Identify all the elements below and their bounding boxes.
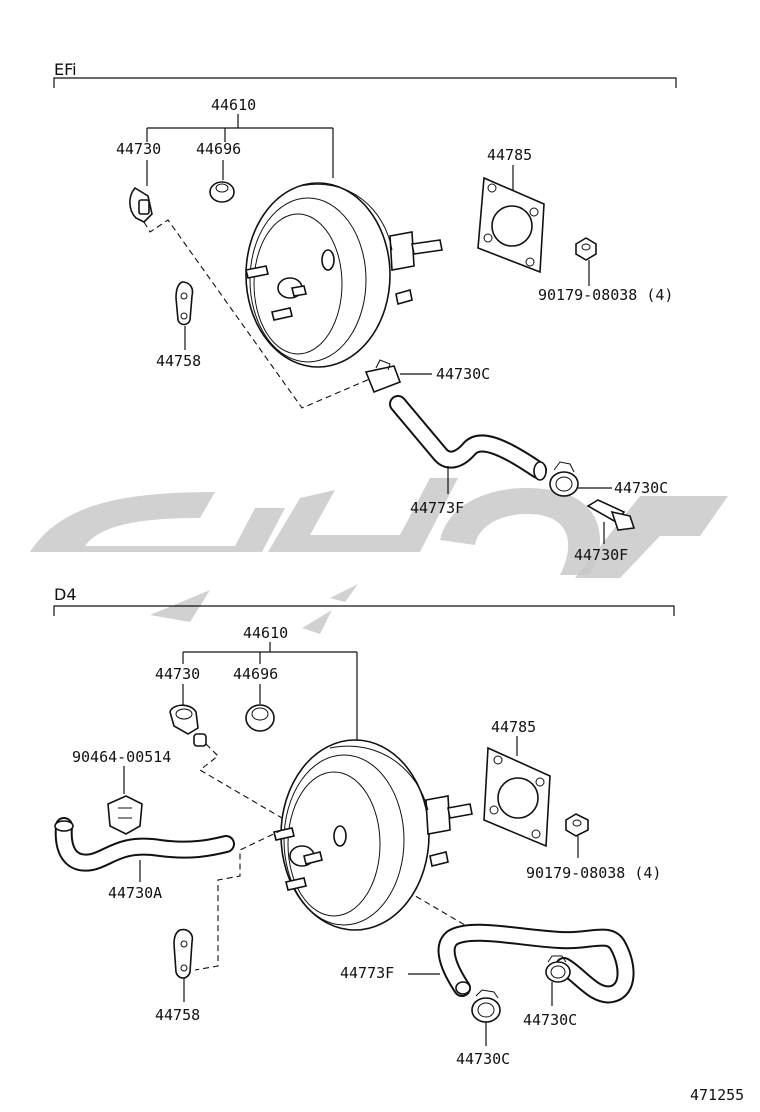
label-clip-lower: 44730C (614, 479, 668, 497)
label-nut: 90179-08038 (4) (538, 286, 673, 304)
label-booster: 44610 (211, 96, 256, 114)
clip-upper-part (364, 359, 402, 394)
label-bracket: 44758 (155, 1006, 200, 1024)
leader-valve-grommet (182, 684, 261, 708)
brake-booster-part (194, 739, 473, 971)
clip-right-part (545, 955, 571, 983)
check-valve-part (169, 704, 471, 929)
clamp-part (107, 795, 143, 835)
bracket-part (173, 928, 194, 979)
label-check-valve: 44730 (155, 665, 200, 683)
union-part (586, 499, 636, 531)
clip-bottom-part (471, 989, 501, 1023)
label-clip-upper: 44730C (436, 365, 490, 383)
label-union: 44730F (574, 546, 628, 564)
grommet-part (245, 704, 275, 732)
label-grommet: 44696 (233, 665, 278, 683)
label-gasket: 44785 (487, 146, 532, 164)
diagram-number: 471255 (690, 1086, 744, 1104)
label-booster: 44610 (243, 624, 288, 642)
bracket-part (175, 281, 194, 326)
nut-part (565, 813, 589, 837)
leader-booster (182, 642, 358, 740)
label-check-valve: 44730 (116, 140, 161, 158)
leader-booster (146, 114, 334, 178)
label-bracket: 44758 (156, 352, 201, 370)
label-hose: 44773F (340, 964, 394, 982)
section-efi: EFi 44610 44730 44696 (53, 60, 677, 564)
label-hose-a: 44730A (108, 884, 162, 902)
section-bracket-line (53, 77, 677, 88)
gasket-part (477, 176, 545, 274)
section-d4: D4 44610 44730 44696 90464-00514 (53, 585, 675, 1068)
section-bracket-line (53, 605, 675, 616)
label-clip-bottom: 44730C (456, 1050, 510, 1068)
label-nut: 90179-08038 (4) (526, 864, 661, 882)
brake-booster-part (245, 182, 443, 368)
section-title: D4 (54, 585, 77, 604)
label-grommet: 44696 (196, 140, 241, 158)
nut-part (575, 237, 597, 261)
vacuum-hose-part (437, 923, 635, 1004)
gasket-part (483, 746, 551, 848)
vacuum-hose-part (389, 395, 547, 481)
label-gasket: 44785 (491, 718, 536, 736)
label-clamp: 90464-00514 (72, 748, 171, 766)
hose-a-part (54, 817, 235, 872)
grommet-part (209, 181, 235, 203)
check-valve-part (129, 186, 373, 409)
label-hose: 44773F (410, 499, 464, 517)
dashed-route (143, 219, 373, 409)
section-title: EFi (54, 60, 77, 79)
clip-lower-part (549, 461, 579, 497)
label-clip-right: 44730C (523, 1011, 577, 1029)
leader-valve-grommet (146, 160, 224, 186)
